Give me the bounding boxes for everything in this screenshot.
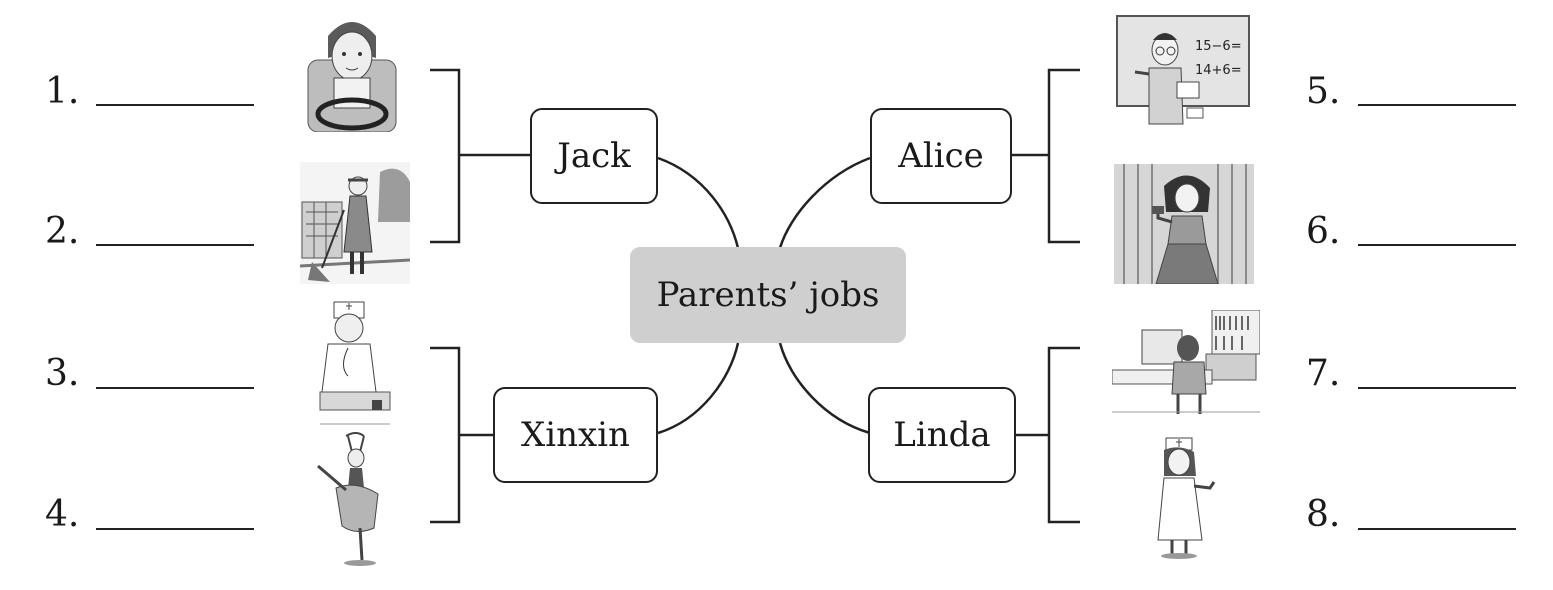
- answer-blank-5[interactable]: [1358, 104, 1516, 106]
- bracket-linda: [1047, 346, 1080, 524]
- answer-blank-8[interactable]: [1358, 528, 1516, 530]
- node-alice: Alice: [870, 108, 1012, 204]
- item-number-8: 8.: [1306, 494, 1341, 535]
- teacher-picture: 15−6= 14+6=: [1115, 14, 1251, 126]
- curve-linda: [778, 342, 871, 435]
- office-worker-picture: [1112, 310, 1260, 414]
- board-sum-1: 15−6=: [1195, 39, 1242, 54]
- item-number-1: 1.: [45, 71, 80, 112]
- item-number-2: 2.: [45, 211, 80, 252]
- item-number-7: 7.: [1306, 353, 1341, 394]
- answer-blank-2[interactable]: [96, 244, 254, 246]
- answer-blank-4[interactable]: [96, 528, 254, 530]
- board-sum-2: 14+6=: [1195, 63, 1242, 78]
- dancer-picture: [316, 432, 396, 568]
- curve-xinxin: [657, 342, 740, 435]
- bracket-jack: [430, 68, 461, 244]
- item-number-4: 4.: [45, 494, 80, 535]
- curve-jack: [657, 156, 740, 249]
- item-number-6: 6.: [1306, 211, 1341, 252]
- doctor-picture: [318, 300, 392, 426]
- node-xinxin: Xinxin: [493, 387, 658, 483]
- nurse-picture: [1152, 436, 1218, 560]
- answer-blank-6[interactable]: [1358, 244, 1516, 246]
- cleaner-picture: [300, 162, 410, 284]
- curve-alice: [778, 156, 871, 249]
- driver-picture: [300, 10, 404, 132]
- bracket-alice: [1047, 68, 1080, 244]
- answer-blank-7[interactable]: [1358, 387, 1516, 389]
- answer-blank-1[interactable]: [96, 104, 254, 106]
- center-topic: Parents’ jobs: [630, 247, 906, 343]
- node-linda: Linda: [868, 387, 1016, 483]
- item-number-5: 5.: [1306, 71, 1341, 112]
- node-jack: Jack: [530, 108, 658, 204]
- item-number-3: 3.: [45, 353, 80, 394]
- singer-picture: [1114, 164, 1254, 284]
- bracket-xinxin: [430, 346, 461, 524]
- answer-blank-3[interactable]: [96, 387, 254, 389]
